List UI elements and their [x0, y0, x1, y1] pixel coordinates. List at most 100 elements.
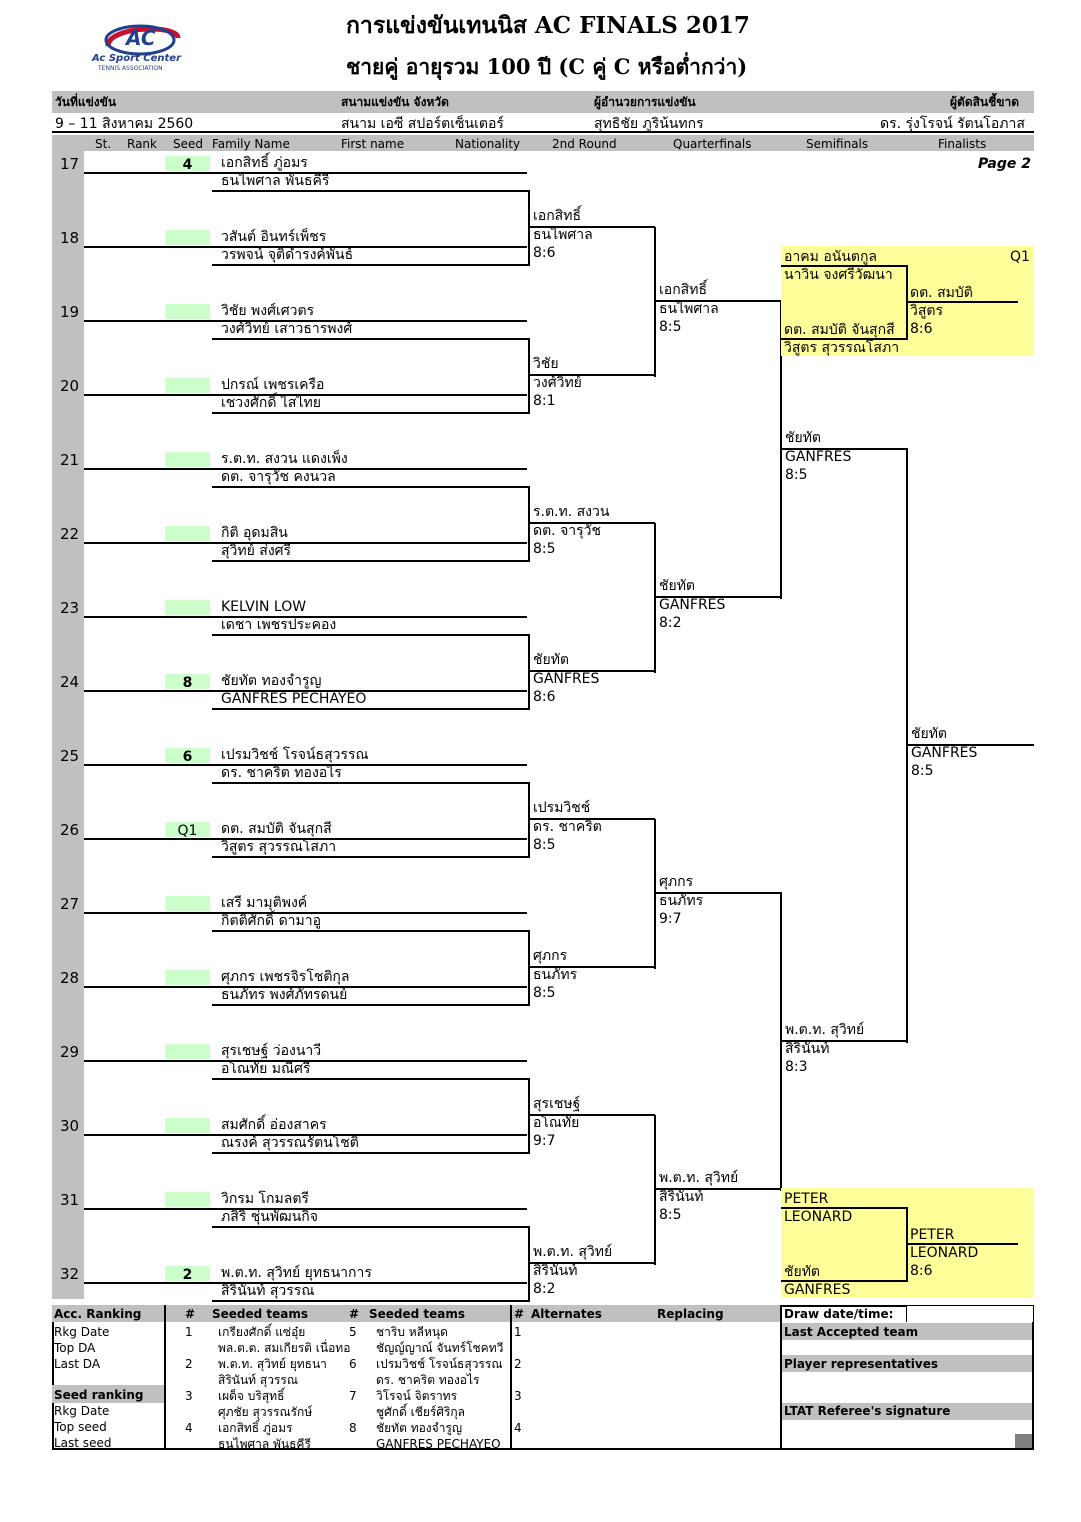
qualifier-team: ชัยทัต [784, 1264, 821, 1280]
bracket-connector [528, 1078, 530, 1154]
winner-name: พ.ต.ท. สุวิทย์ [785, 1022, 865, 1038]
last-accepted-label: Last Accepted team [784, 1325, 919, 1339]
winner-line [530, 522, 655, 524]
draw-number: 26 [60, 821, 80, 839]
partner-line [212, 190, 528, 192]
referee-label: ผู้ตัดสินชี้ขาด [950, 95, 1020, 109]
player-name: ดร. ชาคริต ทองอไร [221, 765, 342, 781]
seed-cell [165, 1266, 210, 1281]
player-name: วงศ์วิทย์ เสาวธารพงศ์ [221, 321, 353, 337]
winner-name: พ.ต.ท. สุวิทย์ [659, 1170, 739, 1186]
acc-label: Last DA [54, 1357, 101, 1371]
qualifier-line [908, 301, 1018, 303]
entry-line [84, 1282, 527, 1284]
seed-cell [165, 378, 210, 393]
draw-number: 25 [60, 747, 80, 765]
seed-cell [165, 1192, 210, 1207]
seeded-team: เผด็จ บริสุทธิ์ [218, 1389, 285, 1403]
bracket-connector [654, 1115, 656, 1265]
entry-line [84, 320, 527, 322]
winner-name: พ.ต.ท. สุวิทย์ [533, 1244, 613, 1260]
bracket-connector [654, 819, 656, 969]
seeded-team: สิรินันท์ สุวรรณ [218, 1373, 298, 1387]
draw-number: 31 [60, 1191, 80, 1209]
bracket-connector [528, 486, 530, 562]
draw-number-strip [52, 151, 84, 1299]
bracket-connector [906, 449, 908, 1043]
logo-sub: TENNIS ASSOCIATION [98, 65, 163, 72]
entry-line [84, 542, 527, 544]
player-name: วิกรม โกมลตรี [221, 1191, 309, 1207]
winner-name: GANFRES [911, 745, 978, 761]
bracket-connector [528, 190, 530, 266]
alternate-number: 4 [514, 1421, 522, 1435]
qualifier-tag: Q1 [1010, 249, 1030, 265]
player-name: วรพจน์ จุติดำรงค์พันธ์ [221, 247, 354, 263]
seeded-number: 2 [185, 1357, 193, 1371]
alternate-number: 3 [514, 1389, 522, 1403]
seed-value: 4 [182, 157, 193, 173]
seed-label: Rkg Date [54, 1404, 110, 1418]
score: 8:5 [533, 541, 556, 557]
partner-line [212, 486, 528, 488]
qualifier-team: PETER [784, 1191, 829, 1207]
score: 8:2 [659, 615, 682, 631]
seeded-number: 5 [349, 1325, 357, 1339]
winner-name: ชัยทัต [659, 578, 696, 594]
winner-line [530, 1262, 655, 1264]
winner-name: สุรเชษฐ์ [533, 1096, 581, 1112]
col-finalists: Finalists [938, 137, 987, 151]
player-name: ชัยทัต ทองจำรูญ [221, 673, 322, 689]
draw-number: 32 [60, 1265, 80, 1283]
seed-cell [165, 526, 210, 541]
seeded-number: 7 [349, 1389, 357, 1403]
player-name: ภสิริ ชุ่นพัฒนกิจ [221, 1209, 318, 1225]
winner-line [782, 448, 908, 450]
footer-divider [780, 1305, 782, 1450]
entry-line [84, 912, 527, 914]
col-first: First name [341, 137, 405, 151]
winner-name: ศุภกร [659, 874, 694, 890]
score: 8:6 [533, 689, 556, 705]
player-name: ร.ต.ท. สงวน แดงเพ็ง [221, 451, 348, 467]
score: 8:5 [533, 985, 556, 1001]
player-name: สุรเชษฐ์ ว่องนาวี [221, 1043, 322, 1059]
draw-number: 30 [60, 1117, 80, 1135]
player-name: อโณทัย มณีศรี [221, 1061, 311, 1077]
entry-line [84, 1060, 527, 1062]
qualifier-team: อาคม อนันตกูล [784, 249, 878, 265]
seeded-team: ชัญญ์ญาณ์ จันทร์โชคทวี [376, 1341, 504, 1355]
score: 8:5 [785, 467, 808, 483]
winner-name: ดต. จารุวัช [533, 523, 602, 539]
column-header-bar [52, 135, 1034, 151]
draw-number: 23 [60, 599, 80, 617]
player-name: ดต. จารุวัช คงนวล [221, 469, 336, 485]
partner-line [212, 634, 528, 636]
draw-number: 28 [60, 969, 80, 987]
score: 8:5 [533, 837, 556, 853]
qualifier-team: ดต. สมบัติ จันสุกสี [784, 322, 895, 338]
winner-name: เปรมวิชช์ [533, 800, 591, 816]
bracket-connector [528, 1226, 530, 1302]
seeded-number: 1 [185, 1325, 193, 1339]
page-title: การแข่งขันเทนนิส AC FINALS 2017 [346, 12, 750, 39]
player-name: เสรี มามุติพงค์ [221, 895, 308, 911]
director-label: ผู้อำนวยการแข่งขัน [594, 95, 696, 109]
winner-name: วิชัย [533, 356, 559, 372]
page-label: Page 2 [978, 156, 1031, 172]
winner-name: ดร. ชาคริต [533, 819, 602, 835]
seeded-team: GANFRES PECHAYEO [376, 1437, 501, 1451]
col-nationality: Nationality [455, 137, 521, 151]
seed-cell [165, 452, 210, 467]
draw-number: 20 [60, 377, 80, 395]
corner-mark [1015, 1434, 1032, 1448]
entry-line [84, 838, 527, 840]
winner-line [656, 300, 782, 302]
winner-name: GANFRES [533, 671, 600, 687]
referee-value: ดร. รุ่งโรจน์ รัตนโอภาส [880, 116, 1025, 132]
seed-cell [165, 970, 210, 985]
alternate-number: 2 [514, 1357, 522, 1371]
qualifier-score: 8:6 [910, 1263, 933, 1279]
seeded-team: เกรียงศักดิ์ แซ่อุ๋ย [218, 1325, 306, 1339]
bracket-connector [780, 301, 782, 599]
